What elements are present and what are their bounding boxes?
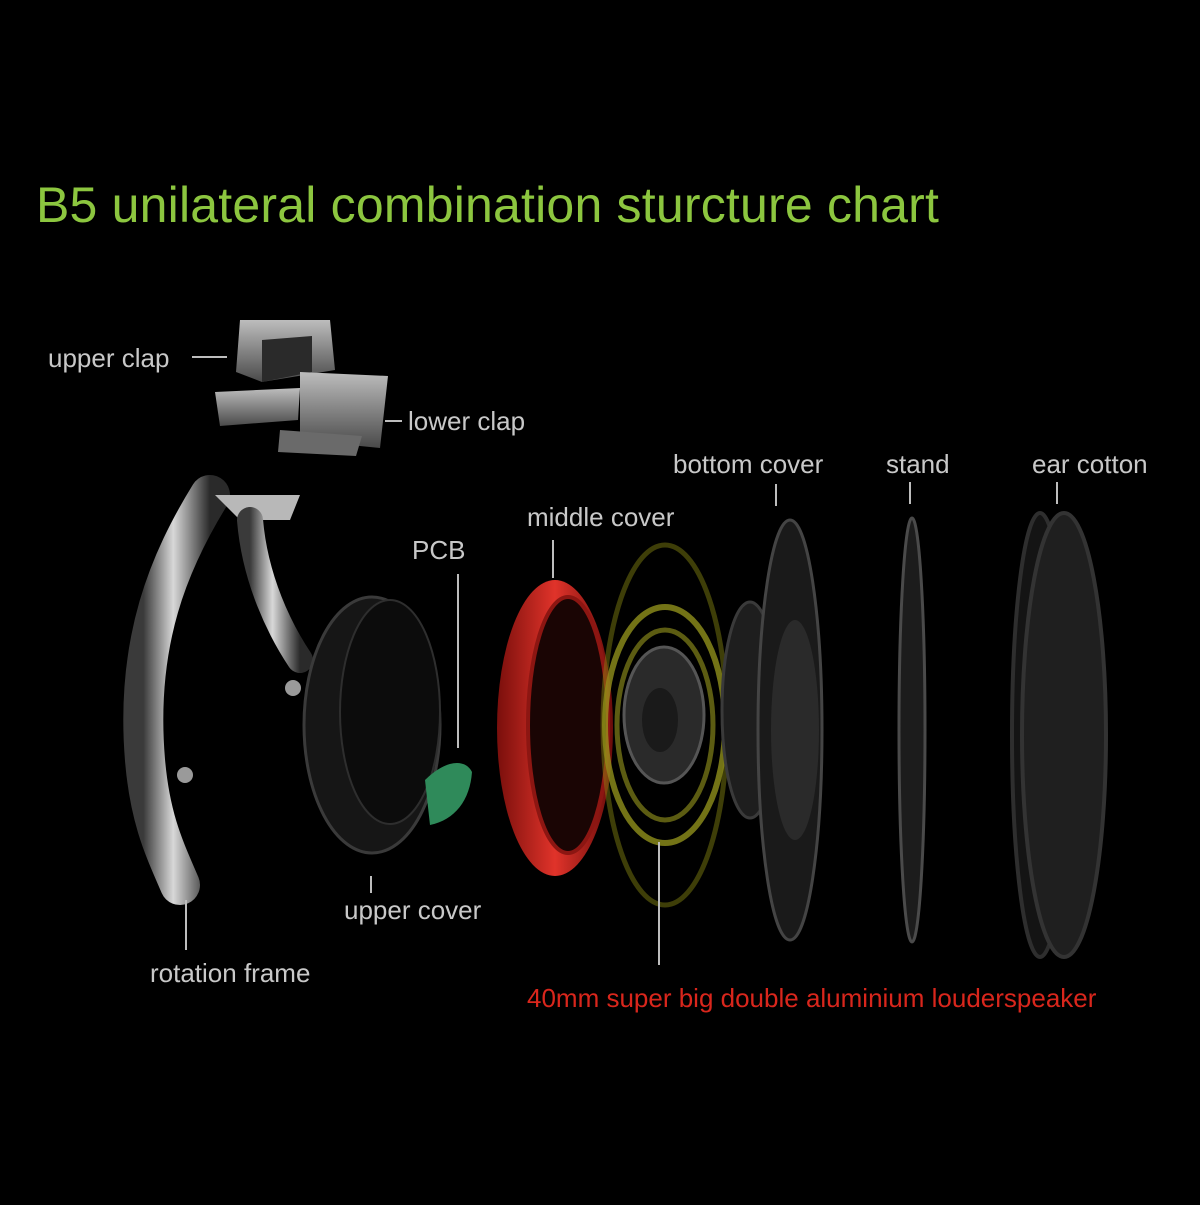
label-ear-cotton: ear cotton <box>1032 449 1148 479</box>
lower-clap-part <box>278 372 388 456</box>
stand-part <box>897 516 927 944</box>
pcb-part <box>425 762 472 825</box>
bottom-cover-part <box>720 518 824 942</box>
label-upper-cover: upper cover <box>344 895 482 925</box>
ear-cotton-part <box>1010 511 1108 959</box>
speaker-driver-part <box>622 645 706 785</box>
diagram-title: B5 unilateral combination sturcture char… <box>36 177 940 233</box>
label-middle-cover: middle cover <box>527 502 675 532</box>
label-rotation-frame: rotation frame <box>150 958 311 988</box>
label-upper-clap: upper clap <box>48 343 170 373</box>
middle-cover-part <box>497 580 613 876</box>
label-speaker: 40mm super big double aluminium loudersp… <box>527 983 1097 1013</box>
upper-cover-part <box>302 595 442 855</box>
label-bottom-cover: bottom cover <box>673 449 824 479</box>
upper-clap-part <box>215 320 335 426</box>
label-pcb: PCB <box>412 535 466 565</box>
label-lower-clap: lower clap <box>408 406 526 436</box>
rotation-frame-part <box>123 475 313 905</box>
label-stand: stand <box>886 449 950 479</box>
